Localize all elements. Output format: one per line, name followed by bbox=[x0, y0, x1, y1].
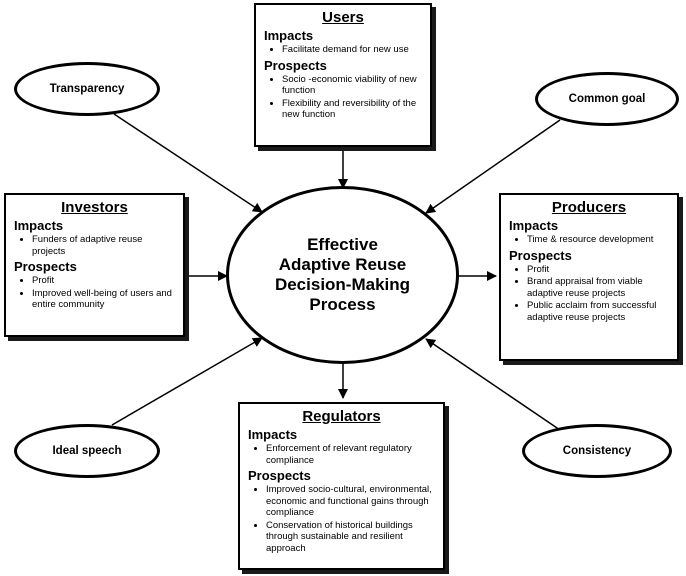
producers-prospects-list: Profit Brand appraisal from viable adapt… bbox=[509, 264, 669, 324]
investors-prospects-label: Prospects bbox=[14, 259, 77, 274]
users-impacts-label: Impacts bbox=[264, 28, 314, 43]
investors-title: Investors bbox=[61, 199, 128, 216]
center-line-1: Effective bbox=[307, 235, 378, 254]
regulators-prospects-label: Prospects bbox=[248, 468, 311, 483]
regulators-prospects-list: Improved socio-cultural, environmental, … bbox=[248, 484, 435, 554]
list-item: Socio -economic viability of new functio… bbox=[282, 74, 422, 97]
regulators-title: Regulators bbox=[302, 408, 381, 425]
list-item: Time & resource development bbox=[527, 234, 669, 246]
ideal-speech-oval: Ideal speech bbox=[14, 424, 160, 478]
users-title: Users bbox=[322, 9, 364, 26]
list-item: Enforcement of relevant regulatory compl… bbox=[266, 443, 435, 466]
consistency-label: Consistency bbox=[562, 445, 632, 457]
list-item: Profit bbox=[32, 275, 175, 287]
users-box: Users Impacts Facilitate demand for new … bbox=[254, 3, 432, 147]
common-goal-label: Common goal bbox=[568, 93, 646, 105]
list-item: Facilitate demand for new use bbox=[282, 44, 422, 56]
transparency-oval: Transparency bbox=[14, 62, 160, 116]
investors-impacts-label: Impacts bbox=[14, 218, 64, 233]
regulators-impacts-label: Impacts bbox=[248, 427, 298, 442]
producers-box: Producers Impacts Time & resource develo… bbox=[499, 193, 679, 361]
center-process-title: Effective Adaptive Reuse Decision-Making… bbox=[275, 235, 410, 315]
producers-impacts-label: Impacts bbox=[509, 218, 559, 233]
investors-box: Investors Impacts Funders of adaptive re… bbox=[4, 193, 185, 337]
arrow-idealspeech-center bbox=[111, 337, 263, 426]
common-goal-oval: Common goal bbox=[535, 72, 679, 126]
center-line-4: Process bbox=[309, 295, 376, 314]
users-impacts-list: Facilitate demand for new use bbox=[264, 44, 422, 56]
producers-title: Producers bbox=[551, 199, 627, 216]
list-item: Brand appraisal from viable adaptive reu… bbox=[527, 276, 669, 299]
arrow-commongoal-center bbox=[425, 119, 561, 214]
users-prospects-list: Socio -economic viability of new functio… bbox=[264, 74, 422, 121]
list-item: Conservation of historical buildings thr… bbox=[266, 520, 435, 555]
regulators-box: Regulators Impacts Enforcement of releva… bbox=[238, 402, 445, 570]
regulators-impacts-list: Enforcement of relevant regulatory compl… bbox=[248, 443, 435, 466]
transparency-label: Transparency bbox=[49, 83, 125, 95]
center-line-2: Adaptive Reuse bbox=[278, 255, 407, 274]
arrow-consistency-center bbox=[425, 338, 561, 431]
investors-prospects-list: Profit Improved well-being of users and … bbox=[14, 275, 175, 311]
center-line-3: Decision-Making bbox=[274, 275, 411, 294]
consistency-oval: Consistency bbox=[522, 424, 672, 478]
list-item: Flexibility and reversibility of the new… bbox=[282, 98, 422, 121]
producers-impacts-list: Time & resource development bbox=[509, 234, 669, 246]
center-process-oval: Effective Adaptive Reuse Decision-Making… bbox=[226, 186, 459, 364]
producers-prospects-label: Prospects bbox=[509, 247, 572, 263]
list-item: Public acclaim from successful adaptive … bbox=[527, 300, 669, 323]
list-item: Improved well-being of users and entire … bbox=[32, 288, 175, 311]
ideal-speech-label: Ideal speech bbox=[52, 445, 122, 457]
list-item: Funders of adaptive reuse projects bbox=[32, 234, 175, 257]
list-item: Improved socio-cultural, environmental, … bbox=[266, 484, 435, 519]
arrow-transparency-center bbox=[113, 113, 263, 213]
users-prospects-label: Prospects bbox=[264, 57, 327, 73]
investors-impacts-list: Funders of adaptive reuse projects bbox=[14, 234, 175, 257]
list-item: Profit bbox=[527, 264, 669, 276]
